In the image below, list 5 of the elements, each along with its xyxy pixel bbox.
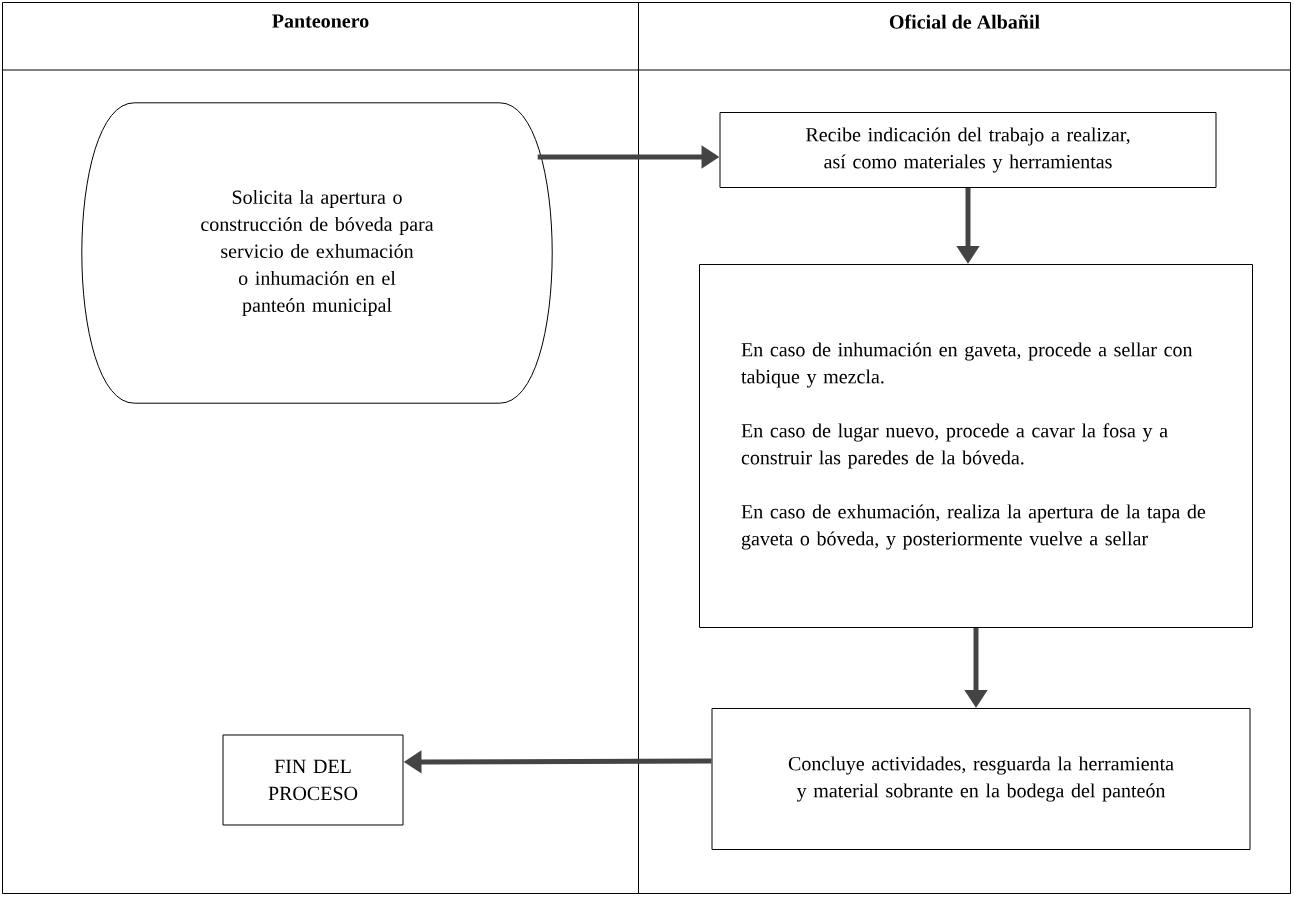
process-box: Concluye actividades, resguarda la herramienta y material sobrante en la bodega del panteón: [711, 708, 1251, 850]
process-box: FIN DEL PROCESO: [222, 734, 404, 826]
process-box: Recibe indicación del trabajo a realizar, así como materiales y herramientas: [719, 112, 1217, 188]
process-box: En caso de inhumación en gaveta, procede a sellar con tabique y mezcla. En caso de lugar nuevo, procede a cavar la fosa y a construir las paredes de la bóveda. En caso de exhumación, realiza la apertura de la tapa de gaveta o bóveda, y posteriormente vuelve a sellar: [699, 264, 1253, 628]
start-terminal: Solicita la apertura o construcción de bóveda para servicio de exhumación o inhumación en el panteón municipal: [81, 102, 553, 404]
